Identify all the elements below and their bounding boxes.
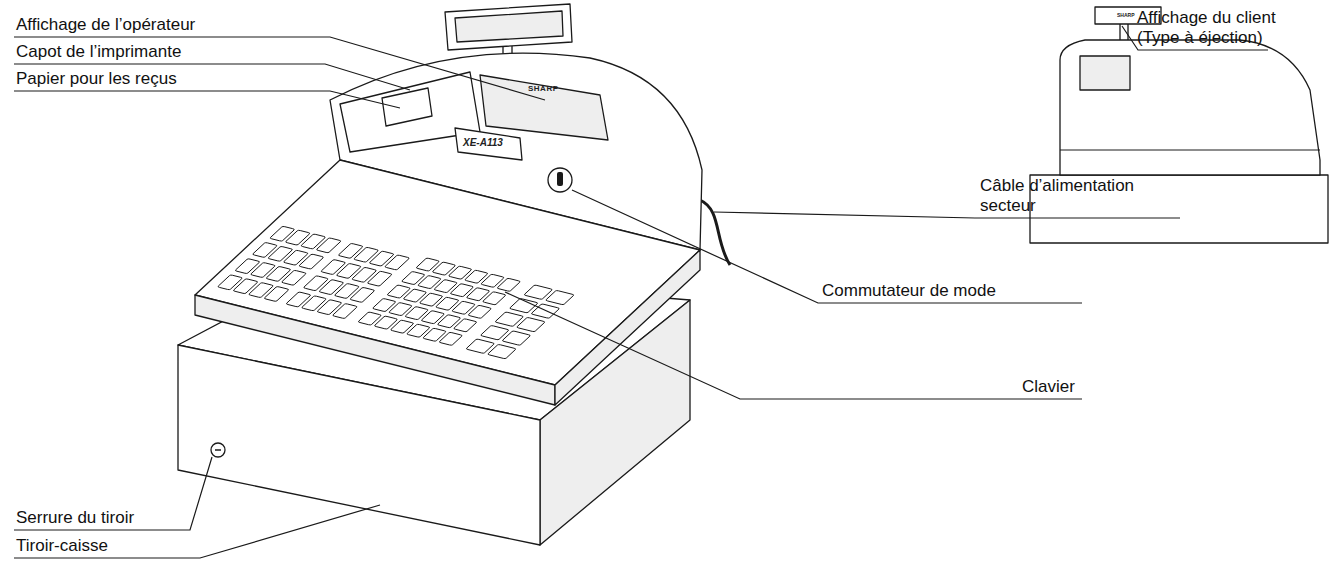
leader-line bbox=[714, 212, 1180, 218]
part-label: Commutateur de mode bbox=[822, 281, 996, 301]
key bbox=[367, 271, 392, 286]
key bbox=[316, 238, 341, 253]
part-label: Affichage de l’opérateur bbox=[16, 15, 195, 35]
part-label: Papier pour les reçus bbox=[16, 69, 177, 89]
key bbox=[299, 254, 324, 269]
key bbox=[439, 332, 463, 345]
leader-line bbox=[14, 91, 400, 108]
drawer-lock bbox=[211, 443, 225, 457]
small-printer-window bbox=[1080, 56, 1130, 90]
model-plate bbox=[455, 128, 522, 160]
brand-logo: SHARP bbox=[1117, 12, 1135, 18]
leader-line bbox=[14, 64, 410, 90]
leader-line bbox=[505, 292, 1082, 399]
key bbox=[453, 319, 477, 332]
keyboard-keys bbox=[217, 223, 574, 359]
key bbox=[332, 303, 357, 318]
key bbox=[468, 305, 492, 318]
lock-slot bbox=[215, 449, 221, 451]
part-label: Affichage du client (Type à éjection) bbox=[1137, 8, 1297, 48]
key bbox=[487, 344, 516, 359]
keyboard-panel bbox=[195, 160, 700, 385]
mode-key bbox=[557, 172, 563, 186]
part-label: Tiroir-caisse bbox=[16, 536, 108, 556]
key bbox=[502, 331, 531, 346]
mode-switch bbox=[548, 168, 572, 192]
leader-line bbox=[14, 505, 380, 558]
key bbox=[350, 287, 375, 302]
body-side bbox=[555, 250, 700, 405]
part-label: Câble d’alimentation secteur bbox=[980, 176, 1165, 216]
key bbox=[497, 278, 521, 291]
customer-display bbox=[445, 4, 572, 50]
key bbox=[384, 255, 409, 270]
key bbox=[516, 317, 545, 332]
key bbox=[482, 292, 506, 305]
part-label: Capot de l’imprimante bbox=[16, 42, 181, 62]
front-lip bbox=[195, 295, 555, 405]
brand-logo: SHARP bbox=[528, 84, 559, 93]
key bbox=[281, 270, 306, 285]
key bbox=[264, 286, 289, 301]
small-body-line bbox=[1060, 150, 1320, 151]
leader-line bbox=[14, 457, 212, 530]
part-label: Clavier bbox=[1022, 377, 1075, 397]
operator-display bbox=[480, 75, 608, 140]
receipt-paper bbox=[382, 88, 432, 126]
part-label: Serrure du tiroir bbox=[16, 508, 134, 528]
customer-display-window bbox=[455, 11, 563, 42]
model-number: XE-A113 bbox=[463, 137, 503, 148]
key bbox=[545, 290, 574, 305]
small-register-body bbox=[1060, 40, 1320, 175]
